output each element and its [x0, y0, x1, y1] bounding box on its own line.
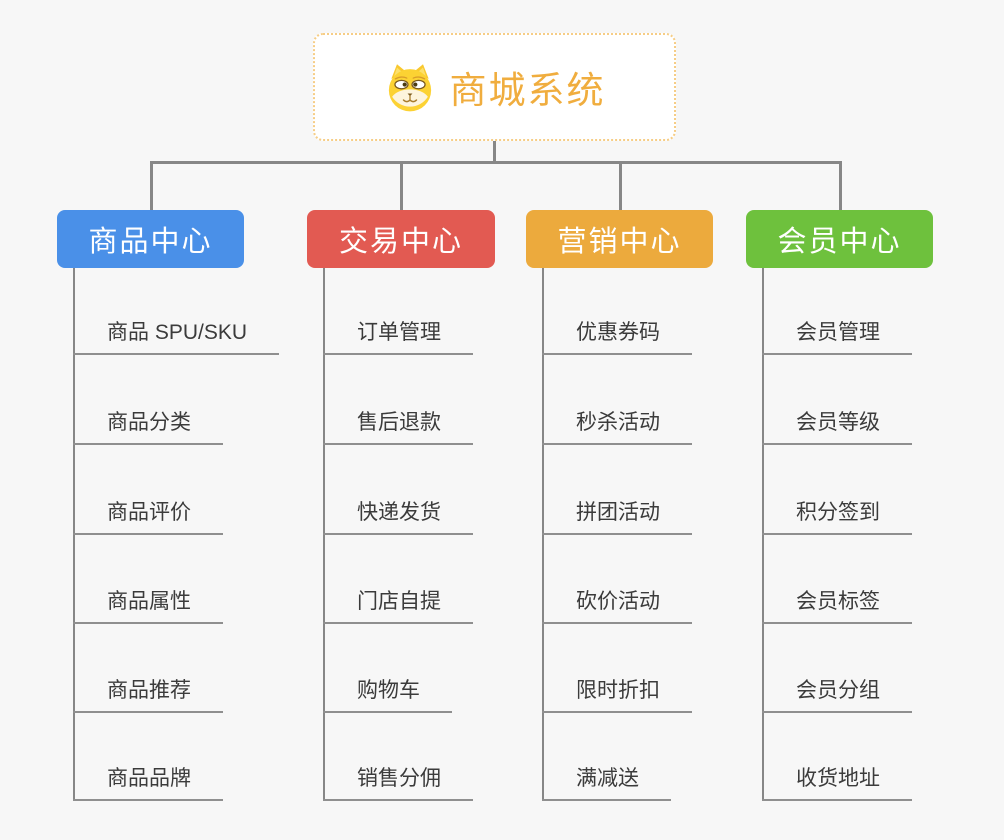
category-node-1[interactable]: 商品中心	[57, 210, 244, 268]
child-label: 限时折扣	[576, 679, 660, 702]
category-label: 营销中心	[557, 226, 682, 258]
child-node-1-3[interactable]: 商品评价	[73, 493, 223, 535]
child-label: 商品 SPU/SKU	[107, 321, 248, 344]
child-label: 收货地址	[796, 767, 880, 790]
child-label: 拼团活动	[576, 501, 660, 524]
child-node-2-1[interactable]: 订单管理	[323, 313, 473, 355]
child-label: 会员标签	[796, 590, 880, 613]
category-label: 商品中心	[88, 226, 213, 258]
child-label: 门店自提	[357, 590, 441, 613]
child-node-3-2[interactable]: 秒杀活动	[542, 403, 692, 445]
child-node-3-3[interactable]: 拼团活动	[542, 493, 692, 535]
child-node-4-2[interactable]: 会员等级	[762, 403, 912, 445]
category-node-4[interactable]: 会员中心	[746, 210, 933, 268]
child-label: 满减送	[576, 767, 639, 790]
branch-drop-line-2	[400, 161, 403, 210]
child-label: 积分签到	[796, 501, 880, 524]
dog-face-icon	[384, 61, 436, 113]
child-node-1-4[interactable]: 商品属性	[73, 582, 223, 624]
branch-drop-line-1	[149, 161, 153, 210]
child-node-4-4[interactable]: 会员标签	[762, 582, 912, 624]
child-label: 售后退款	[357, 411, 441, 434]
child-node-1-1[interactable]: 商品 SPU/SKU	[73, 313, 280, 355]
child-label: 商品属性	[107, 590, 191, 613]
category-label: 会员中心	[777, 226, 902, 258]
child-label: 销售分佣	[357, 767, 441, 790]
child-label: 会员等级	[796, 411, 880, 434]
child-node-3-6[interactable]: 满减送	[542, 759, 671, 801]
child-label: 订单管理	[357, 321, 441, 344]
child-node-2-2[interactable]: 售后退款	[323, 403, 473, 445]
child-node-4-1[interactable]: 会员管理	[762, 313, 912, 355]
child-label: 购物车	[357, 679, 420, 702]
category-label: 交易中心	[338, 226, 463, 258]
root-title: 商城系统	[449, 70, 606, 111]
branch-horizontal-bar	[149, 161, 841, 164]
child-label: 会员管理	[796, 321, 880, 344]
child-node-3-5[interactable]: 限时折扣	[542, 671, 692, 713]
child-node-1-6[interactable]: 商品品牌	[73, 759, 223, 801]
child-node-2-3[interactable]: 快递发货	[323, 493, 473, 535]
child-node-1-5[interactable]: 商品推荐	[73, 671, 223, 713]
branch-drop-line-3	[618, 161, 622, 210]
child-label: 快递发货	[357, 501, 441, 524]
child-node-3-1[interactable]: 优惠券码	[542, 313, 692, 355]
child-label: 商品评价	[107, 501, 191, 524]
child-label: 优惠券码	[576, 321, 660, 344]
branch-drop-line-4	[838, 161, 842, 210]
child-label: 会员分组	[796, 679, 880, 702]
child-label: 商品分类	[107, 411, 191, 434]
child-label: 秒杀活动	[576, 411, 660, 434]
root-connector-stub	[493, 141, 496, 161]
child-node-4-3[interactable]: 积分签到	[762, 493, 912, 535]
child-node-1-2[interactable]: 商品分类	[73, 403, 223, 445]
child-node-4-5[interactable]: 会员分组	[762, 671, 912, 713]
child-label: 商品推荐	[107, 679, 191, 702]
child-node-3-4[interactable]: 砍价活动	[542, 582, 692, 624]
child-label: 砍价活动	[576, 590, 660, 613]
category-node-3[interactable]: 营销中心	[526, 210, 713, 268]
child-node-2-5[interactable]: 购物车	[323, 671, 452, 713]
category-node-2[interactable]: 交易中心	[307, 210, 495, 268]
child-label: 商品品牌	[107, 767, 191, 790]
child-node-2-6[interactable]: 销售分佣	[323, 759, 473, 801]
root-node[interactable]: 商城系统	[313, 33, 676, 141]
child-node-2-4[interactable]: 门店自提	[323, 582, 473, 624]
child-node-4-6[interactable]: 收货地址	[762, 759, 912, 801]
